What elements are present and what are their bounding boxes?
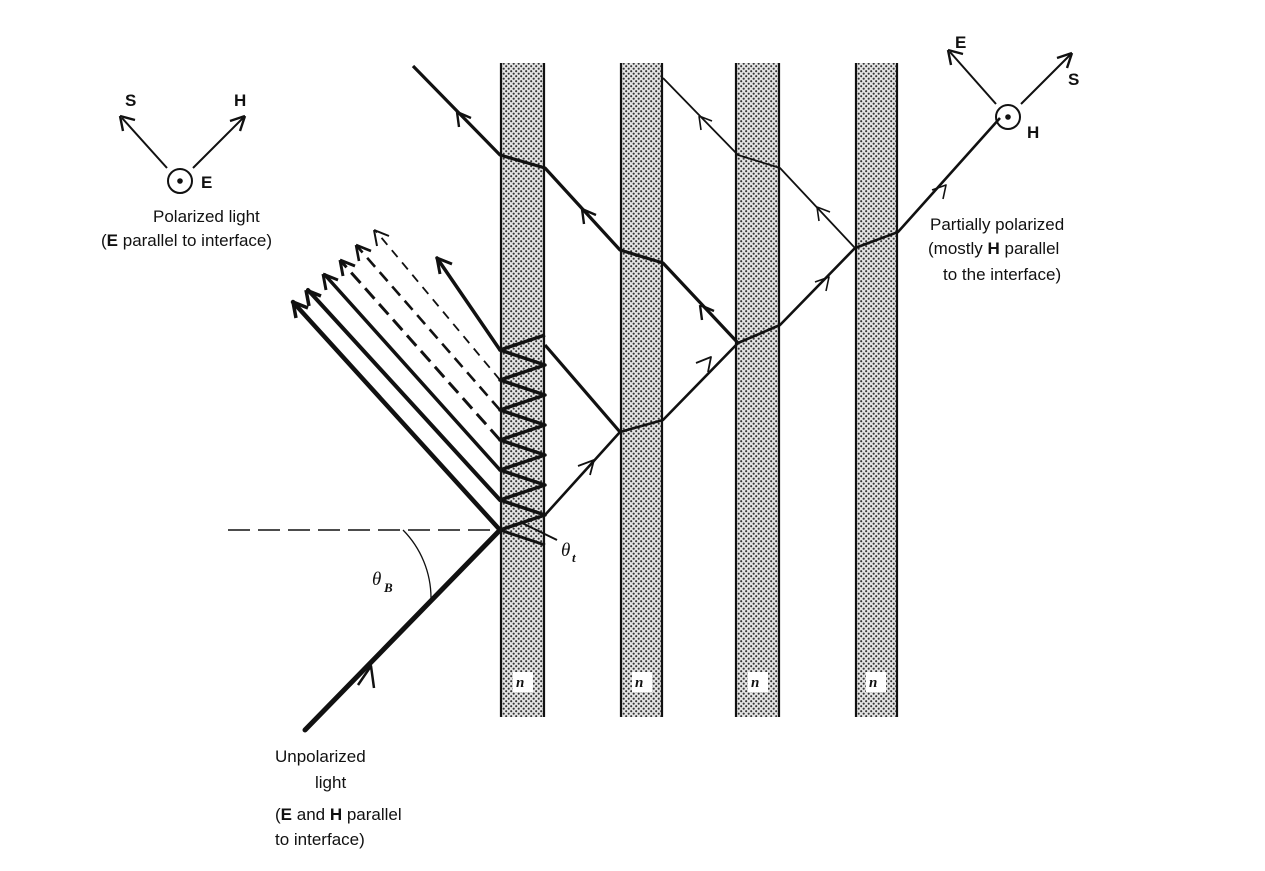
svg-text:(mostly H parallel: (mostly H parallel bbox=[928, 239, 1059, 258]
transmitted-angle-leader bbox=[519, 521, 558, 541]
partially-polarized-caption: Partially polarized (mostly H parallel t… bbox=[928, 215, 1064, 284]
transmitted-angle-label: θ t bbox=[561, 540, 576, 565]
glass-plate-4: n bbox=[854, 63, 899, 717]
arrow-icon bbox=[229, 114, 247, 132]
glass-plate-2: n bbox=[619, 63, 664, 717]
arrow-icon bbox=[455, 110, 472, 128]
out-of-page-vector-icon bbox=[995, 104, 1021, 130]
svg-text:Partially polarized: Partially polarized bbox=[930, 215, 1064, 234]
refractive-index-label: n bbox=[751, 675, 759, 691]
arrow-icon bbox=[356, 664, 376, 689]
svg-text:Unpolarized: Unpolarized bbox=[275, 747, 366, 766]
refractive-index-label: n bbox=[869, 675, 877, 691]
arrow-icon bbox=[321, 272, 339, 291]
glass-plate-3: n bbox=[734, 63, 781, 717]
arrow-icon bbox=[291, 300, 309, 319]
unpolarized-light-caption: Unpolarized light (E and H parallel to i… bbox=[275, 747, 402, 849]
polarized-light-caption: Polarized light (E parallel to interface… bbox=[101, 207, 272, 250]
arrow-icon bbox=[931, 184, 947, 200]
s-vector-label: S bbox=[1068, 70, 1079, 89]
arrow-icon bbox=[338, 258, 356, 277]
e-vector-label: E bbox=[955, 33, 966, 52]
reflected-rays bbox=[290, 229, 503, 533]
glass-plates: n n n n bbox=[499, 63, 899, 717]
h-vector-label: H bbox=[234, 91, 246, 110]
brewster-angle-label: θ B bbox=[372, 569, 393, 595]
svg-text:to interface): to interface) bbox=[275, 830, 365, 849]
s-vector-label: S bbox=[125, 91, 136, 110]
arrow-icon bbox=[695, 356, 712, 373]
transmitted-ray bbox=[544, 117, 1001, 516]
refractive-index-label: n bbox=[516, 675, 524, 691]
arrow-icon bbox=[435, 256, 453, 275]
secondary-reflected-rays bbox=[411, 64, 856, 434]
arrow-icon bbox=[577, 459, 595, 476]
internal-reflections-plate-1 bbox=[498, 333, 547, 547]
arrow-icon bbox=[698, 115, 713, 131]
svg-text:B: B bbox=[383, 580, 393, 595]
arrow-icon bbox=[580, 207, 597, 225]
refractive-index-label: n bbox=[635, 675, 643, 691]
svg-text:(E and H parallel: (E and H parallel bbox=[275, 805, 402, 824]
svg-text:(E parallel to interface): (E parallel to interface) bbox=[101, 231, 272, 250]
svg-text:θ: θ bbox=[561, 540, 570, 561]
incident-ray bbox=[302, 527, 503, 733]
out-of-page-vector-icon bbox=[167, 168, 193, 194]
brewster-angle-arc bbox=[402, 529, 432, 599]
svg-text:θ: θ bbox=[372, 569, 381, 590]
arrow-icon bbox=[816, 206, 831, 222]
h-vector-label: H bbox=[1027, 123, 1039, 142]
arrow-icon bbox=[354, 243, 372, 262]
arrow-icon bbox=[698, 303, 715, 321]
svg-text:t: t bbox=[572, 550, 576, 565]
polarized-light-axes: S H E bbox=[118, 91, 247, 194]
arrow-icon bbox=[304, 288, 322, 307]
partially-polarized-axes: E S H bbox=[946, 33, 1079, 142]
svg-text:Polarized light: Polarized light bbox=[153, 207, 260, 226]
arrow-icon bbox=[814, 276, 830, 292]
arrow-icon bbox=[946, 48, 964, 66]
svg-text:to the interface): to the interface) bbox=[943, 265, 1061, 284]
glass-plate-1: n bbox=[499, 63, 546, 717]
arrow-icon bbox=[1056, 51, 1074, 69]
arrow-icon bbox=[118, 114, 136, 132]
e-vector-label: E bbox=[201, 173, 212, 192]
arrow-icon bbox=[373, 229, 390, 247]
svg-text:light: light bbox=[315, 773, 346, 792]
